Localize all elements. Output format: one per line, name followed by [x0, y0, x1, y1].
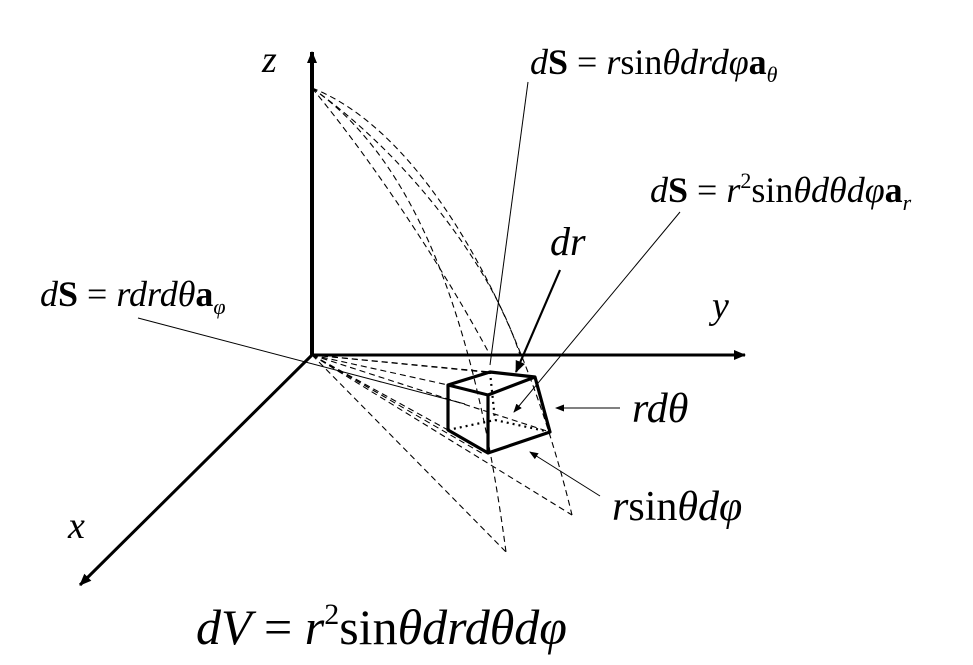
ds-phi-label: dS = rdrdθaφ — [40, 274, 226, 319]
leader-rsindphi — [529, 451, 601, 497]
leader-ds-phi — [137, 317, 466, 405]
y-axis-label: y — [708, 285, 729, 327]
x-axis-label: x — [67, 505, 85, 547]
dv-formula: dV = r2sinθdrdθdφ — [196, 598, 567, 655]
leader-dr — [514, 269, 562, 373]
x-axis — [78, 353, 314, 587]
ds-theta-label: dS = rsinθdrdφaθ — [530, 42, 778, 87]
z-axis-label: z — [261, 39, 277, 81]
dashed-meridian-arcs — [311, 87, 573, 553]
volume-element-box — [446, 370, 552, 455]
rsindphi-label: rsinθdφ — [612, 484, 742, 530]
leader-ds-theta — [489, 81, 529, 366]
ds-r-label: dS = r2sinθdθdφar — [650, 168, 912, 215]
rdtheta-label: rdθ — [632, 386, 688, 432]
dr-label: dr — [550, 219, 586, 264]
hidden-box-edges — [447, 371, 551, 434]
leader-ds-r — [513, 211, 681, 413]
